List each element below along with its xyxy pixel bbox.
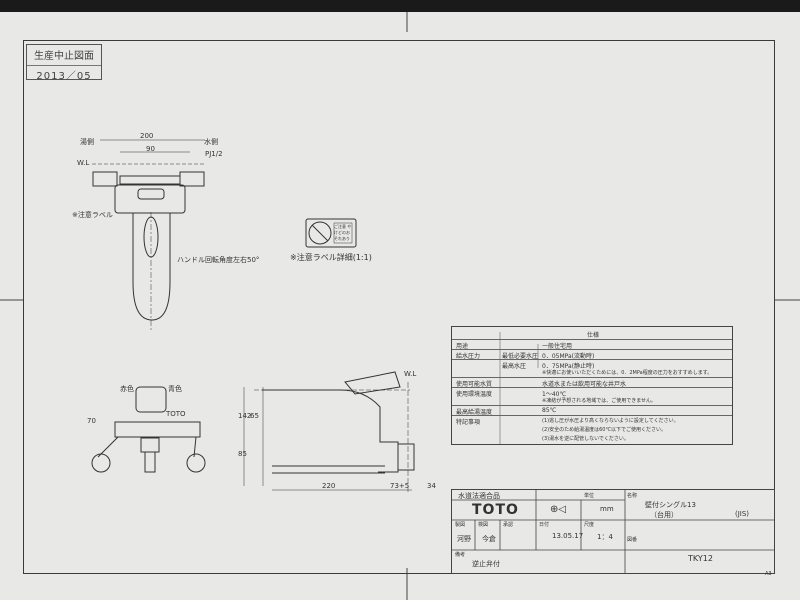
spec-value: 85℃	[542, 407, 557, 414]
spec-sublabel: 最高水圧	[502, 363, 527, 370]
drafter-label: 製図	[455, 522, 466, 528]
checker-label: 検図	[478, 522, 489, 528]
side-view-drawing	[243, 371, 415, 492]
label-detail-text: ご注意 やけどのおそれあり	[334, 224, 352, 241]
hot-side-label: 湯側	[80, 138, 94, 146]
drawing-sheet: 生産中止図面 2013／05 湯側 水側 200 90 PJ1/2 W.L ※注…	[0, 12, 800, 600]
spec-label: 最高給湯温度	[456, 409, 493, 416]
drawing-number: TKY12	[688, 554, 713, 563]
sheet-size: A3	[765, 571, 772, 577]
brand-logo: TOTO	[472, 502, 519, 518]
note-label: 備考	[455, 552, 466, 558]
caution-label-callout: ※注意ラベル	[72, 211, 113, 219]
spec-label: 使用環境温度	[456, 391, 493, 398]
caution-label-graphic	[305, 218, 357, 248]
pipe-label: PJ1/2	[205, 150, 223, 158]
spec-title: 仕様	[587, 332, 600, 339]
spec-label: 用途	[456, 343, 469, 350]
checker-name: 今倉	[482, 535, 496, 543]
cold-side-label: 水側	[204, 138, 218, 146]
cold-color-label: 青色	[168, 385, 182, 393]
front-view-drawing	[91, 386, 206, 473]
water-law-label: 水道法適合品	[458, 492, 500, 500]
spec-label: 特記事項	[456, 419, 481, 426]
water-line-label: W.L	[77, 159, 90, 167]
handle-angle-note: ハンドル回転角度左右50°	[177, 256, 260, 264]
spec-value: (3)湯水を逆に配管しないでください。	[542, 436, 629, 442]
note-value: 逆止弁付	[472, 560, 500, 568]
spec-value: 水道水または飲用可能な井戸水	[542, 381, 627, 388]
spec-table: 仕様 用途 一般住宅用 給水圧力 最低必要水圧 0．05MPa(流動時) 最高水…	[451, 326, 733, 445]
spec-label: 給水圧力	[456, 353, 481, 360]
side-dim-73: 73+5	[390, 482, 410, 490]
jis-label: (JIS)	[735, 510, 750, 518]
hot-color-label: 赤色	[120, 385, 134, 393]
spec-note: ※凍結が予想される地域では、ご使用できません。	[542, 398, 657, 404]
product-name: 壁付シングル13	[645, 501, 696, 509]
spec-value: 1〜40℃	[542, 391, 567, 398]
side-dim-220: 220	[322, 482, 336, 490]
title-block-lines	[451, 489, 775, 574]
date-label: 日付	[539, 522, 550, 528]
name-label: 名称	[627, 493, 638, 499]
unit-label: 単位	[584, 493, 595, 499]
dim-90: 90	[146, 145, 155, 153]
spec-value: (1)逃し圧が水圧より高くならないように設定してください。	[542, 418, 679, 424]
drawing-lines	[0, 12, 800, 600]
approve-label: 承認	[503, 522, 514, 528]
spec-note: ※快適にお使いいただくためには、0．2MPa程度の圧力をおすすめします。	[542, 370, 713, 376]
spec-label: 使用可能水質	[456, 381, 493, 388]
projection-symbol-icon: ⊕◁	[550, 504, 567, 515]
drawing-number-label: 図番	[627, 537, 638, 543]
side-dim-34: 34	[427, 482, 436, 490]
unit-value: mm	[600, 505, 614, 513]
spec-value: 一般住宅用	[542, 343, 573, 350]
scale-value: 1：4	[597, 533, 613, 541]
top-view-drawing	[92, 139, 205, 332]
side-dim-142: 142	[238, 412, 252, 420]
side-dim-85: 85	[238, 450, 247, 458]
discontinued-stamp: 生産中止図面 2013／05	[26, 44, 102, 82]
stamp-date: 2013／05	[27, 65, 101, 82]
date-value: 13.05.17	[552, 532, 584, 540]
spec-table-lines	[499, 332, 539, 445]
spec-value: 0．75MPa(静止時)	[542, 363, 595, 370]
stamp-title: 生産中止図面	[34, 51, 94, 62]
scale-label: 尺度	[584, 522, 595, 528]
drafter-name: 河野	[457, 535, 471, 543]
label-detail-caption: ※注意ラベル詳細(1:1)	[290, 253, 372, 262]
spec-sublabel: 最低必要水圧	[502, 353, 539, 360]
title-block	[451, 489, 775, 574]
front-brand-label: TOTO	[166, 410, 186, 418]
front-dim-70: 70	[87, 417, 96, 425]
side-water-line-label: W.L	[404, 370, 417, 378]
spec-value: (2)安全のため給湯温度は60℃以下でご使用ください。	[542, 427, 667, 433]
side-dim-65: 65	[250, 412, 259, 420]
spec-value: 0．05MPa(流動時)	[542, 353, 595, 360]
product-subname: （台用）	[650, 511, 678, 519]
dim-200: 200	[140, 132, 154, 140]
drawing-frame	[23, 40, 775, 574]
